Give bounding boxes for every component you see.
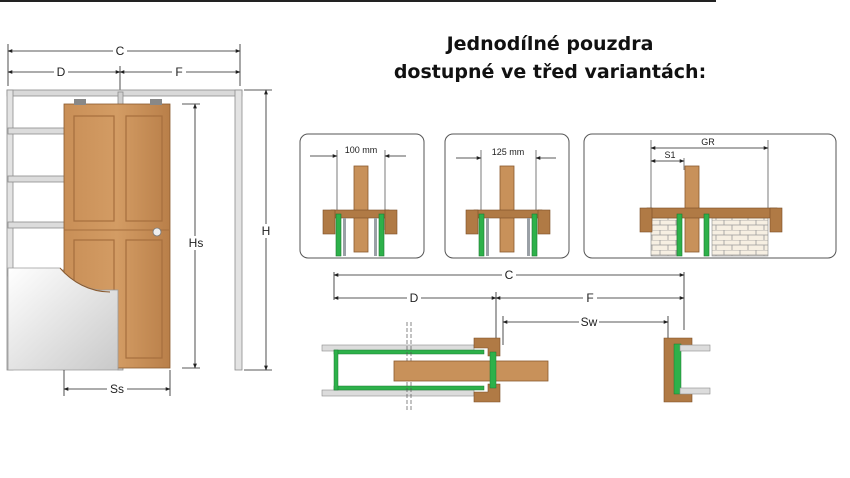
page-title: Jednodílné pouzdra dostupné ve třed vari… <box>360 30 740 86</box>
plan-dim-label-sw: Sw <box>581 315 598 329</box>
top-rule <box>0 0 716 2</box>
door-handle-icon <box>152 227 162 237</box>
dim-label-c: C <box>116 44 125 58</box>
variant-3-gr-label: GR <box>701 137 715 147</box>
variant-box-100: 100 mm <box>299 133 425 259</box>
title-line-1: Jednodílné pouzdra <box>446 33 654 55</box>
dim-label-ss: Ss <box>110 382 124 396</box>
front-view: C D F <box>6 44 274 396</box>
variant-box-125: 125 mm <box>444 133 570 259</box>
sliding-door-plan <box>393 360 549 382</box>
dim-label-f: F <box>175 65 182 79</box>
brick-wall-right <box>711 217 769 257</box>
variant-2-width-label: 125 mm <box>492 147 525 157</box>
dim-label-hs: Hs <box>189 236 204 250</box>
title-line-2: dostupné ve třed variantách: <box>393 61 707 83</box>
dim-label-h: H <box>262 224 271 238</box>
plan-dim-label-f: F <box>586 291 593 305</box>
plan-dim-label-d: D <box>410 291 419 305</box>
variant-3-s1-label: S1 <box>664 150 675 160</box>
plan-dim-label-c: C <box>505 268 514 282</box>
dim-label-d: D <box>57 65 66 79</box>
variant-box-brick: GR S1 <box>583 133 837 259</box>
brick-wall-left <box>650 217 678 257</box>
plan-view: C D F Sw <box>321 268 711 410</box>
variant-1-width-label: 100 mm <box>345 145 378 155</box>
